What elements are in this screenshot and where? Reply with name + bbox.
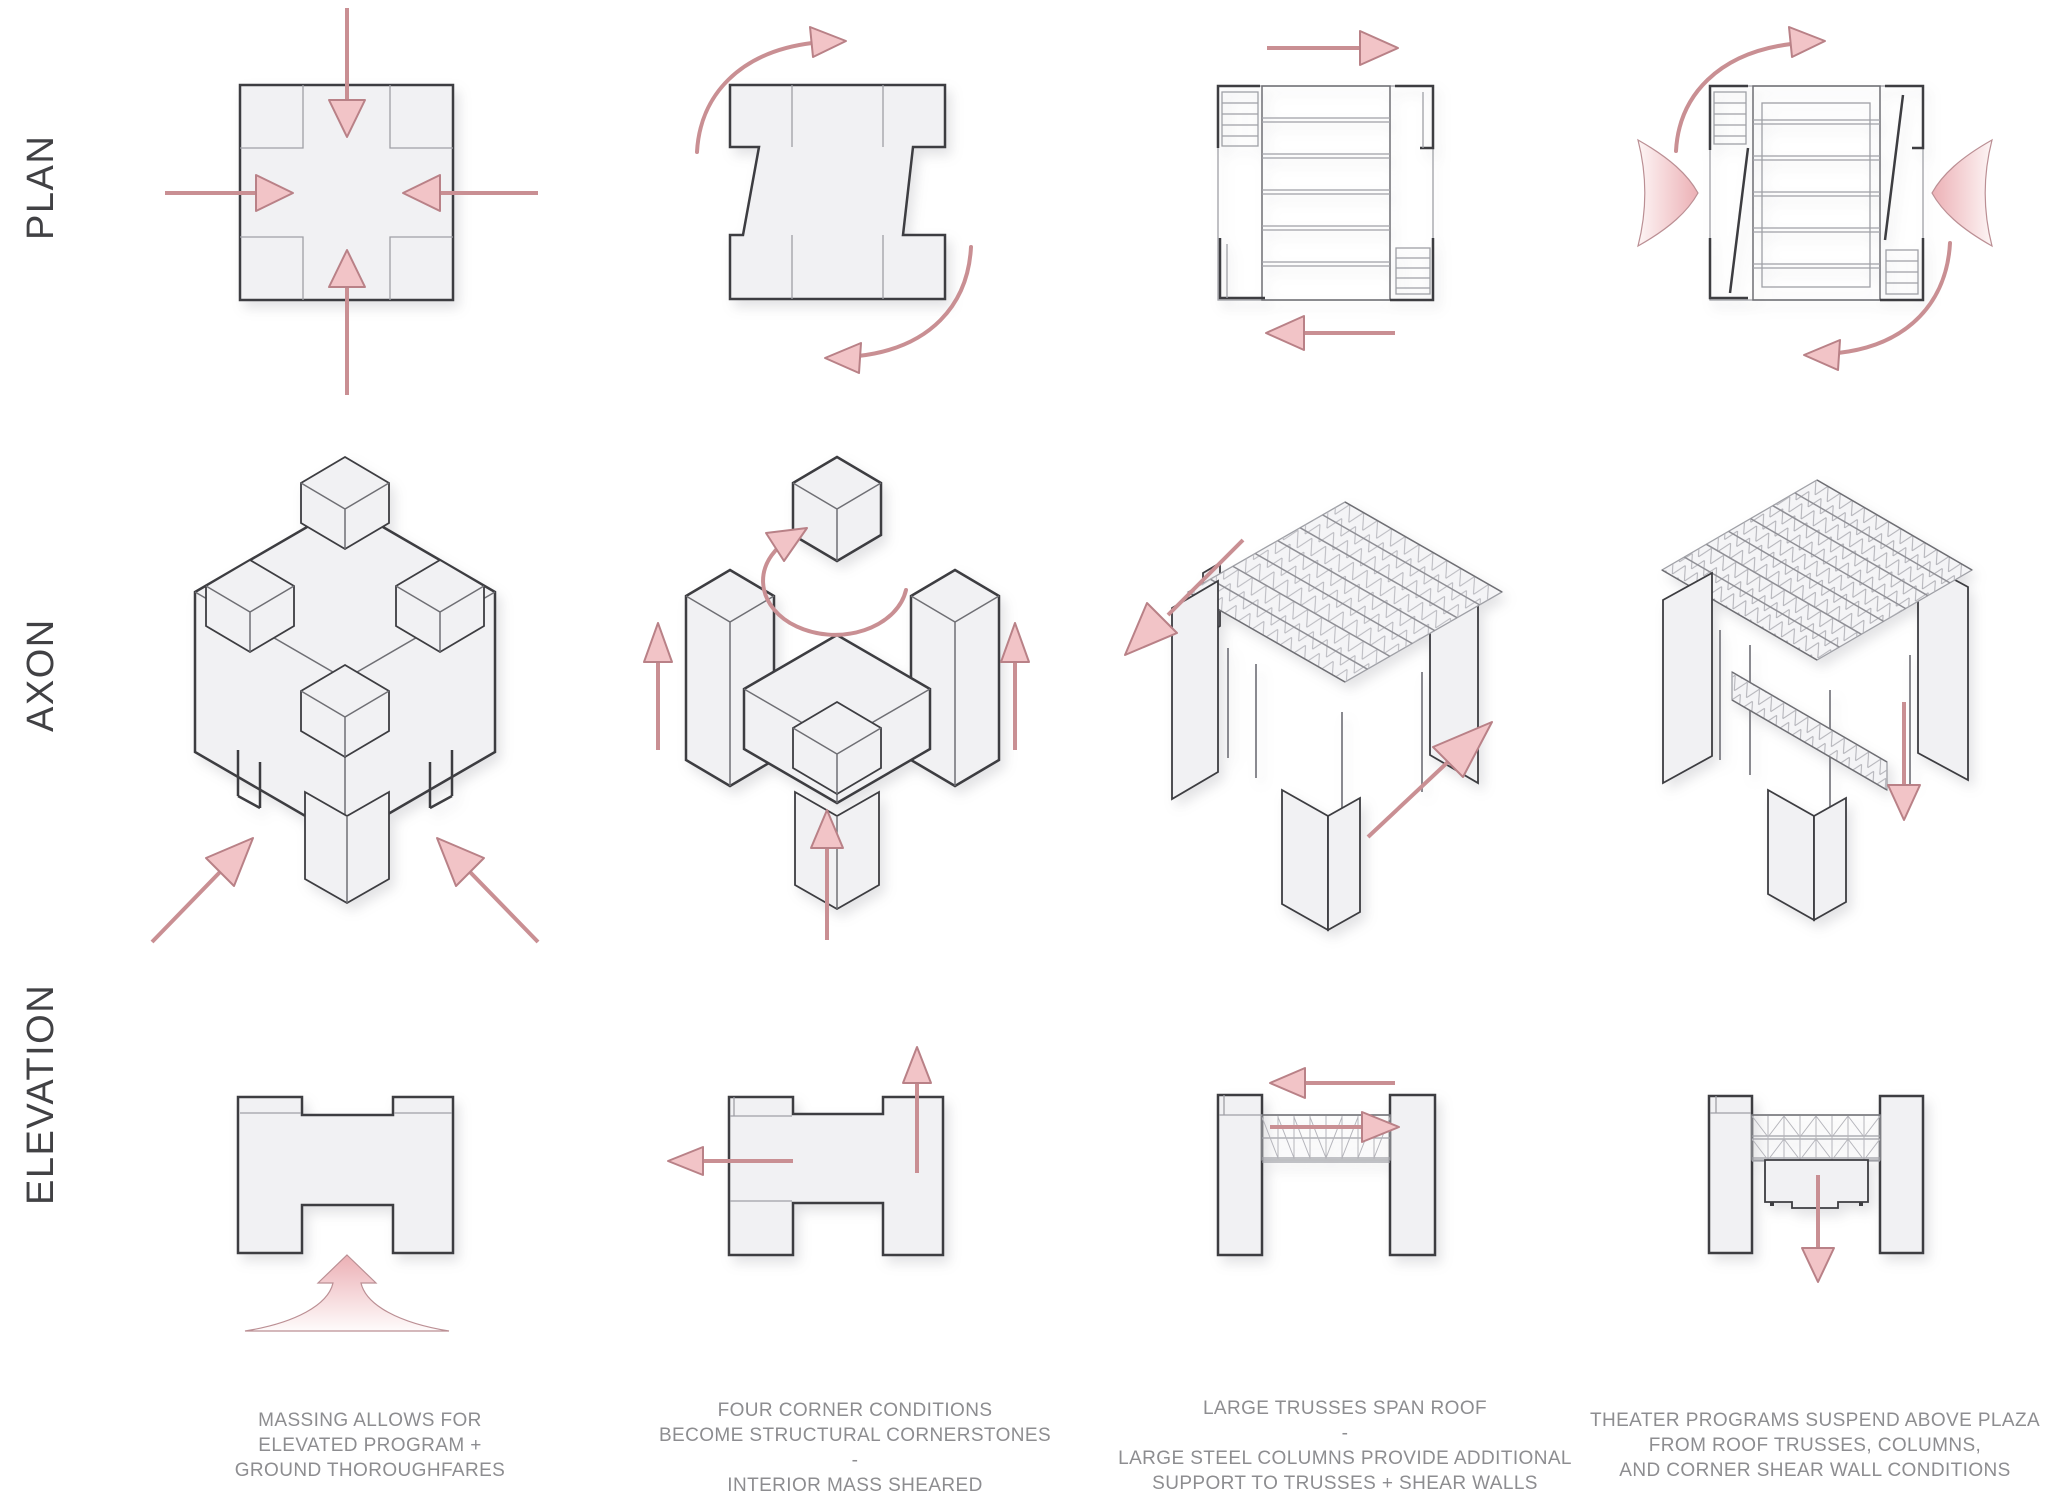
- plan-2-building: [728, 83, 947, 301]
- elevation-diagram-4: [1707, 1094, 1925, 1283]
- caption-theater: THEATER PROGRAMS SUSPEND ABOVE PLAZA FRO…: [1582, 1408, 2048, 1483]
- caption-line: -: [1341, 1423, 1349, 1444]
- shear-arrow-icon-right: [1270, 1111, 1400, 1143]
- glow-arrow-icon-right: [1931, 138, 1993, 248]
- shear-arrow-icon-lower-right: [1366, 721, 1493, 839]
- axon-diagram-3-trusses: [1124, 501, 1504, 932]
- caption-line: INTERIOR MASS SHEARED: [727, 1475, 983, 1496]
- caption-line: AND CORNER SHEAR WALL CONDITIONS: [1619, 1460, 2011, 1481]
- rotation-arrow-icon-center: [761, 527, 908, 637]
- shear-arrow-icon-top: [1267, 30, 1399, 66]
- elevation-diagram-1: [236, 1095, 455, 1332]
- shear-arrow-icon-upper-left: [1124, 538, 1245, 656]
- rotation-arrow-icon-top-left: [1674, 26, 1826, 153]
- axon-diagram-4-suspended: [1660, 479, 1974, 922]
- axon-2-massing: [684, 455, 1001, 911]
- shear-arrow-icon-bottom: [1265, 315, 1395, 351]
- inward-arrow-icon-left: [165, 174, 294, 212]
- inward-arrow-icon-right: [402, 174, 538, 212]
- down-arrow-icon-center: [1801, 1175, 1835, 1283]
- axon-4-structure: [1660, 479, 1974, 922]
- caption-line: BECOME STRUCTURAL CORNERSTONES: [658, 1425, 1052, 1446]
- caption-line: LARGE TRUSSES SPAN ROOF: [1202, 1398, 1488, 1419]
- caption-line: SUPPORT TO TRUSSES + SHEAR WALLS: [1152, 1473, 1538, 1494]
- up-arrow-icon-right: [1000, 622, 1030, 750]
- plan-diagram-2-sheared: [695, 26, 973, 374]
- up-arrow-icon-bottom: [810, 809, 844, 940]
- caption-line: MASSING ALLOWS FOR: [258, 1410, 482, 1431]
- plan-diagram-4-sheared-trusses: [1637, 26, 1993, 371]
- plan-4-building: [1708, 84, 1925, 302]
- caption-line: FROM ROOF TRUSSES, COLUMNS,: [1648, 1435, 1982, 1456]
- caption-trusses: LARGE TRUSSES SPAN ROOF - LARGE STEEL CO…: [1110, 1396, 1580, 1496]
- glow-arrow-icon-up: [244, 1254, 450, 1332]
- plan-diagram-1-massing: [165, 8, 538, 395]
- caption-line: THEATER PROGRAMS SUSPEND ABOVE PLAZA: [1589, 1410, 2041, 1431]
- elevation-diagram-3: [1216, 1067, 1437, 1257]
- shear-arrow-icon-left: [667, 1146, 793, 1176]
- down-arrow-icon-right: [1887, 702, 1921, 821]
- axon-diagram-2-cornerstones: [643, 455, 1030, 940]
- axon-diagram-1-massing: [150, 455, 540, 944]
- rotation-arrow-icon-bottom-right: [1803, 241, 1952, 371]
- caption-line: LARGE STEEL COLUMNS PROVIDE ADDITIONAL: [1118, 1448, 1572, 1469]
- caption-line: FOUR CORNER CONDITIONS: [717, 1400, 993, 1421]
- caption-cornerstones: FOUR CORNER CONDITIONS BECOME STRUCTURAL…: [600, 1398, 1110, 1496]
- rotation-arrow-icon-top-left: [695, 26, 847, 154]
- shear-arrow-icon-left: [1269, 1067, 1395, 1099]
- inward-arrow-icon-bottom: [328, 249, 366, 395]
- row-label-elevation: ELEVATION: [20, 983, 62, 1205]
- rotation-arrow-icon-bottom-right: [824, 245, 973, 374]
- axon-3-structure: [1171, 501, 1504, 932]
- caption-line: GROUND THOROUGHFARES: [234, 1460, 506, 1481]
- up-arrow-icon-left: [643, 622, 673, 750]
- inward-arrow-icon-top: [328, 8, 366, 138]
- elevation-2-building: [727, 1095, 945, 1257]
- caption-line: ELEVATED PROGRAM +: [258, 1435, 482, 1456]
- inward-arrow-icon-lower-left: [150, 837, 254, 944]
- up-arrow-icon-right-tower: [902, 1046, 932, 1173]
- row-label-plan: PLAN: [20, 134, 62, 240]
- caption-massing: MASSING ALLOWS FOR ELEVATED PROGRAM + GR…: [140, 1408, 600, 1483]
- plan-3-building: [1216, 84, 1435, 302]
- plan-diagram-3-trusses: [1216, 30, 1435, 351]
- caption-line: -: [851, 1450, 859, 1471]
- inward-arrow-icon-lower-right: [436, 837, 540, 944]
- elevation-diagram-2: [667, 1046, 945, 1257]
- elevation-3-building: [1216, 1093, 1437, 1257]
- elevation-1-building: [236, 1095, 455, 1255]
- row-label-axon: AXON: [20, 618, 62, 732]
- glow-arrow-icon-left: [1637, 138, 1699, 248]
- axon-1-massing: [193, 455, 497, 905]
